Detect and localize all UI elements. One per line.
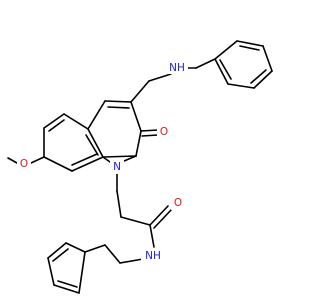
bond <box>30 156 45 164</box>
bond <box>123 155 137 162</box>
bond <box>219 59 232 80</box>
atom-label: O <box>174 197 182 209</box>
atom-label: O <box>20 158 28 170</box>
bond <box>7 157 18 164</box>
bond <box>102 155 137 158</box>
bond <box>43 156 73 172</box>
atom-ring-n: N <box>110 160 124 174</box>
bond-set <box>7 40 273 294</box>
bond <box>130 101 142 132</box>
bond <box>107 106 130 109</box>
bond <box>116 190 122 218</box>
bond <box>85 134 99 156</box>
atom-ketone-o: O <box>157 126 171 140</box>
bond <box>71 153 98 166</box>
bond <box>84 244 106 253</box>
bond <box>214 58 229 85</box>
bond <box>130 80 150 103</box>
bond <box>47 242 67 259</box>
atom-amide-o: O <box>171 196 185 210</box>
bond <box>195 58 216 69</box>
bond <box>102 156 111 163</box>
molecule-canvas: NH N O O O NH <box>7 40 273 294</box>
bond <box>135 130 142 157</box>
bond <box>48 119 65 132</box>
atom-label: NH <box>145 250 161 262</box>
bond <box>63 113 89 130</box>
bond <box>236 40 264 47</box>
bond <box>149 224 155 248</box>
atom-ether-o: O <box>17 157 31 171</box>
bond <box>47 257 55 286</box>
bond <box>57 280 78 288</box>
atom-label: O <box>160 126 168 138</box>
bond <box>148 73 172 82</box>
bond <box>214 40 238 60</box>
bond <box>227 83 255 89</box>
bond <box>104 244 121 264</box>
bond <box>53 284 80 294</box>
bond <box>119 258 144 264</box>
bond <box>262 45 273 72</box>
bond <box>78 251 86 294</box>
atom-label: N <box>113 161 121 173</box>
bond <box>87 100 106 130</box>
atom-amine-nh: NH <box>166 60 188 74</box>
bond <box>120 216 151 226</box>
atom-label: NH <box>169 62 185 74</box>
bond <box>239 45 260 51</box>
atom-amide-nh: NH <box>141 248 163 262</box>
bond <box>153 208 173 229</box>
bond <box>141 134 159 137</box>
bond <box>43 113 65 129</box>
bond <box>104 100 132 103</box>
bond <box>87 128 104 158</box>
bond <box>71 156 104 172</box>
bond <box>250 69 267 84</box>
bond <box>253 70 273 89</box>
molecule-structure: NH N O O O NH <box>7 40 273 294</box>
bond <box>140 129 159 132</box>
bond <box>65 242 86 253</box>
bond <box>52 248 69 262</box>
bond <box>149 205 169 226</box>
